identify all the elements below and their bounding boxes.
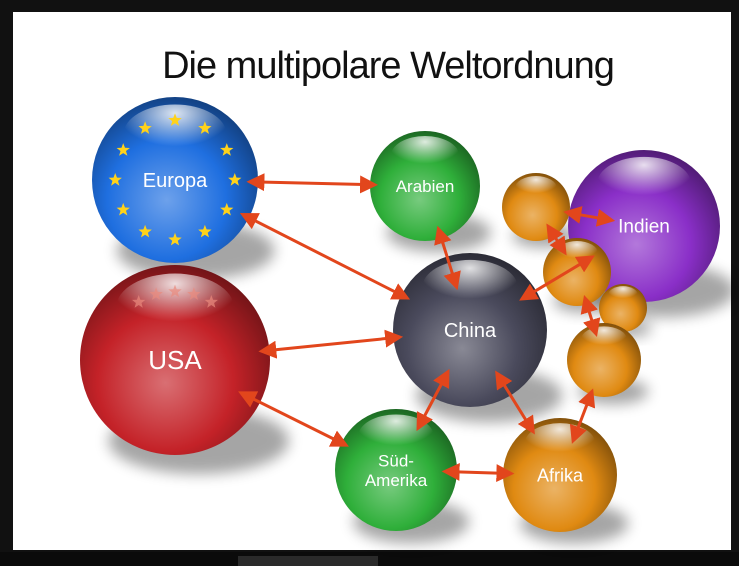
star-icon [168,284,182,298]
star-icon [187,287,201,300]
star-icon [168,232,182,246]
suedamerika-label: Süd-Amerika [365,452,428,491]
arrow-orange-2-orange-4 [580,294,601,338]
star-icon [138,121,152,134]
arrow-orange-1-indien [563,206,616,227]
star-icon [116,143,130,156]
arrow-suedamerika-afrika [441,462,515,483]
arrow-usa-suedamerika [238,391,349,447]
europa-label: Europa [143,170,208,192]
arrow-china-afrika [495,370,535,435]
arrow-europa-china [239,212,411,300]
star-icon [198,121,212,134]
suedamerika-sphere [335,409,457,531]
orange-1-sphere [502,173,570,241]
arrow-usa-china [258,329,404,359]
usa-label: USA [148,345,202,375]
europa-sphere [92,97,258,263]
arrow-china-indien [519,255,595,301]
orange-2-sphere [543,238,611,306]
china-label: China [444,320,497,342]
afrika-label: Afrika [537,465,584,485]
arrow-afrika-orange-4 [569,388,596,444]
usa-stars [132,284,218,308]
star-icon [198,224,212,238]
star-icon [220,202,234,216]
star-icon [149,287,163,300]
arrow-europa-arabien [246,173,379,194]
star-icon [132,295,146,308]
page-title: Die multipolare Weltordnung [162,45,614,87]
orange-4-sphere [567,323,641,397]
star-icon [220,143,234,156]
star-icon [204,295,218,308]
star-icon [116,202,130,216]
scrollbar-thumb[interactable] [238,556,378,566]
star-icon [168,113,182,126]
star-icon [228,173,242,186]
indien-label: Indien [618,217,670,238]
arabien-label: Arabien [396,177,455,196]
arrow-orange-1-orange-2 [546,223,567,256]
usa-sphere [80,265,270,455]
arrow-china-suedamerika [416,368,450,432]
star-icon [108,173,122,186]
star-icon [138,224,152,238]
arrow-arabien-china [434,225,461,291]
europa-stars [108,113,242,246]
orange-3-sphere [599,284,647,332]
